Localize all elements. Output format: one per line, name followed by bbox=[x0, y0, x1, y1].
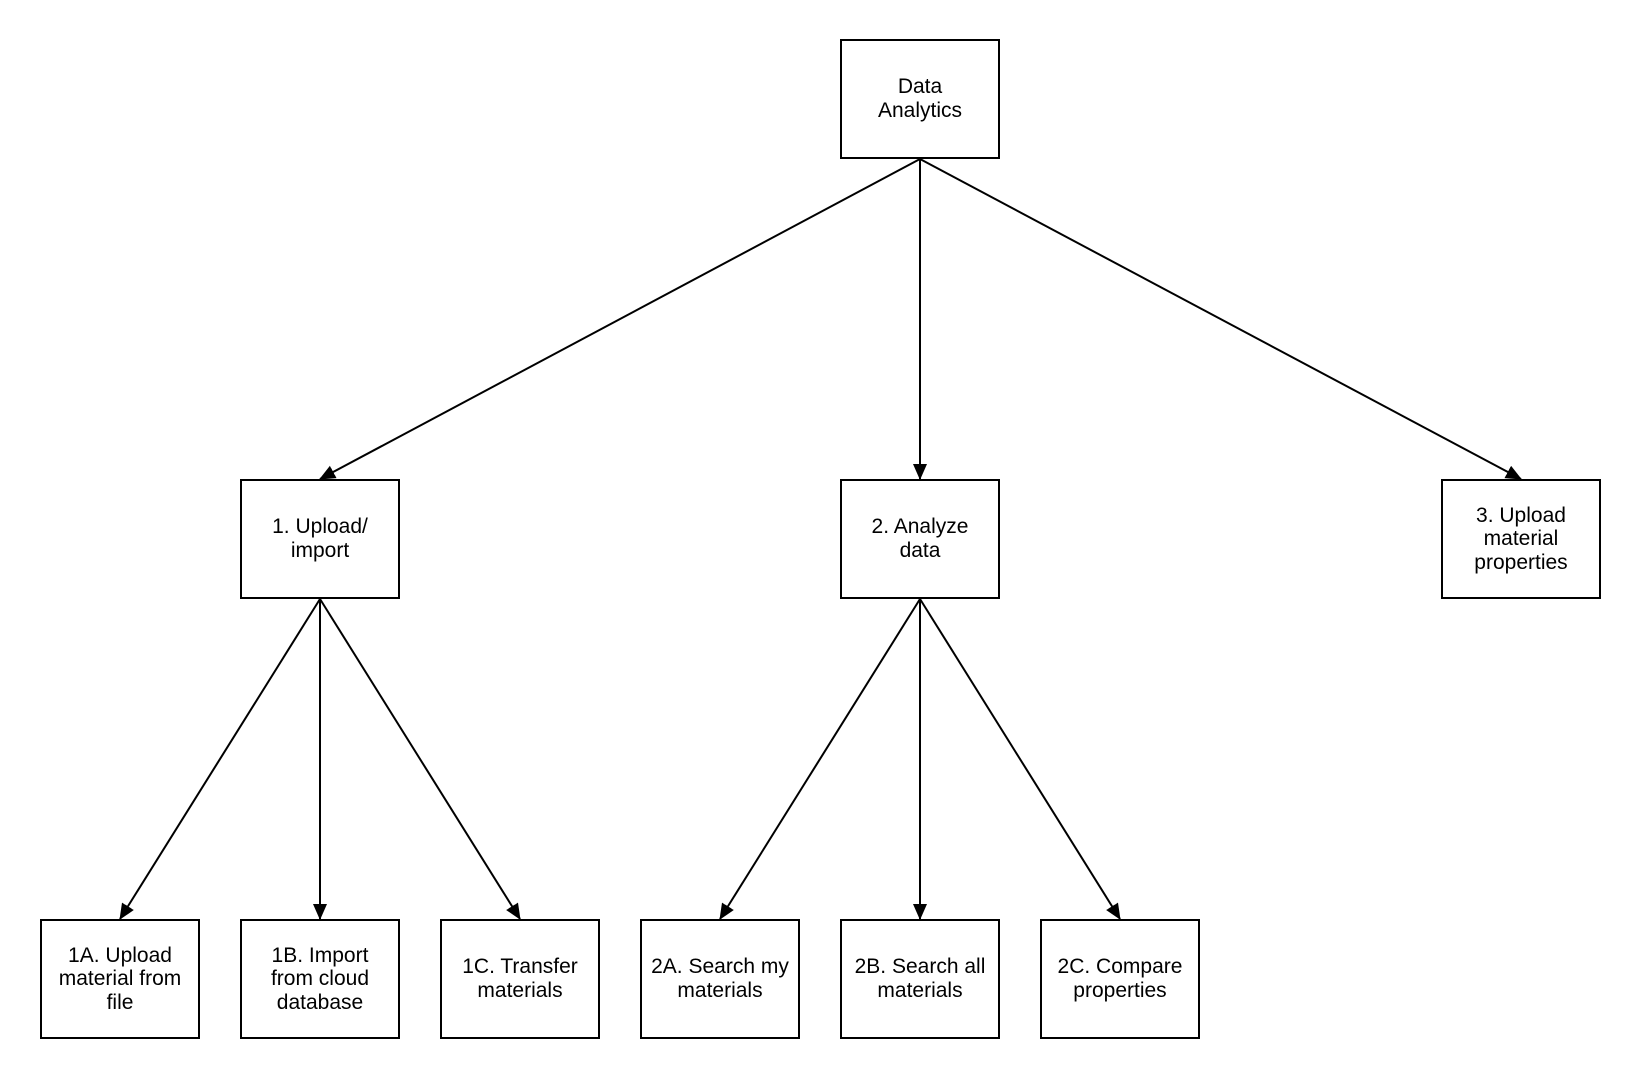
edge-root-n3 bbox=[919, 158, 1522, 480]
node-upload-import: 1. Upload/ import bbox=[240, 479, 400, 599]
node-transfer-materials: 1C. Transfer materials bbox=[440, 919, 600, 1039]
node-upload-material-from-file: 1A. Upload material from file bbox=[40, 919, 200, 1039]
node-data-analytics: Data Analytics bbox=[840, 39, 1000, 159]
node-upload-material-properties: 3. Upload material properties bbox=[1441, 479, 1601, 599]
edge-n2-n2c bbox=[919, 598, 1121, 920]
edge-root-n1 bbox=[319, 158, 921, 480]
edge-n1-n1a bbox=[119, 598, 321, 920]
edge-n1-n1c bbox=[319, 598, 521, 920]
node-import-from-cloud-database: 1B. Import from cloud database bbox=[240, 919, 400, 1039]
edge-group bbox=[119, 158, 1522, 920]
node-compare-properties: 2C. Compare properties bbox=[1040, 919, 1200, 1039]
node-search-all-materials: 2B. Search all materials bbox=[840, 919, 1000, 1039]
node-analyze-data: 2. Analyze data bbox=[840, 479, 1000, 599]
node-search-my-materials: 2A. Search my materials bbox=[640, 919, 800, 1039]
edge-n2-n2a bbox=[719, 598, 921, 920]
